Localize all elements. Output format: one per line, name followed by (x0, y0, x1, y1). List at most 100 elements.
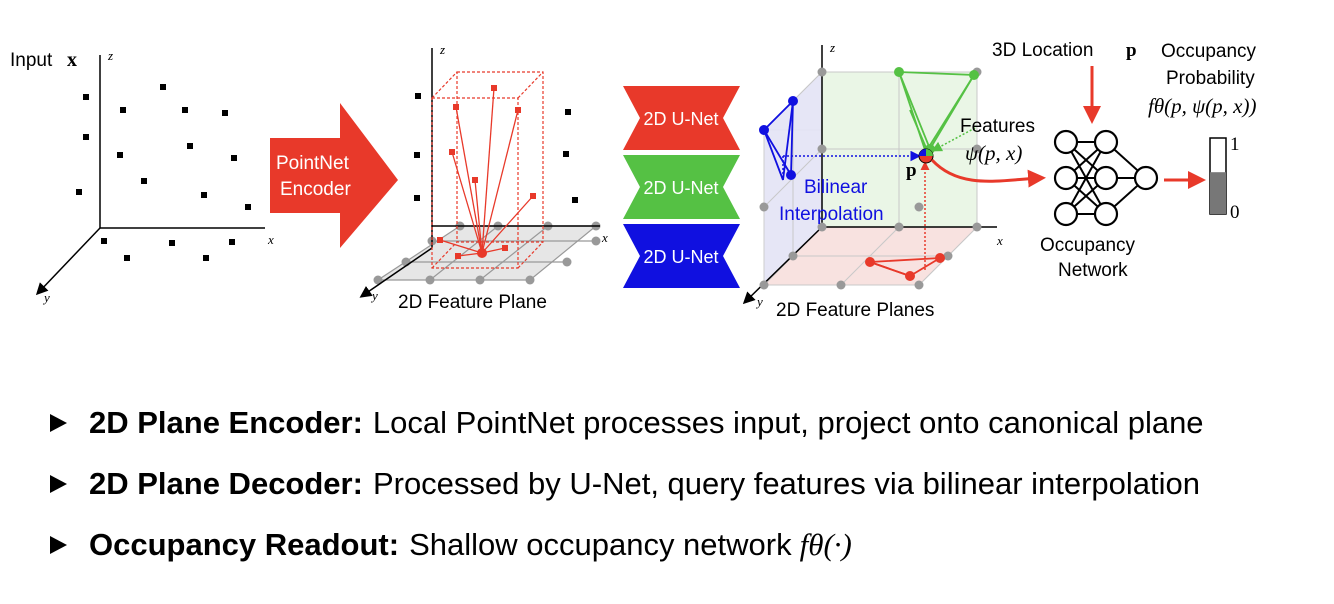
input-point (117, 152, 123, 158)
network-node (1093, 201, 1119, 227)
summary-bullets: 2D Plane Encoder: Local PointNet process… (50, 392, 1310, 575)
grid-point (943, 251, 953, 261)
pointnet-encoder-arrow: PointNet Encoder (270, 103, 398, 248)
bullet-head: 2D Plane Encoder: (89, 404, 363, 440)
input-point (222, 110, 228, 116)
blue-interp-point (786, 170, 796, 180)
input-point (83, 94, 89, 100)
grid-point (836, 280, 846, 290)
green-interp-point (894, 67, 904, 77)
input-point (141, 178, 147, 184)
grid-point (788, 251, 798, 261)
scale-top-label: 1 (1230, 134, 1240, 155)
bilinear-label-line1: Bilinear (804, 177, 868, 198)
input-point (76, 189, 82, 195)
network-edge (1065, 141, 1107, 215)
local-point (455, 253, 461, 259)
bullet-text: Shallow occupancy network (409, 526, 792, 562)
projection-line (474, 179, 483, 254)
projection-line (481, 109, 519, 254)
unet-green-label: 2D U-Net (643, 178, 718, 198)
occupancy-network-panel: 3D Location p Occupancy Network Occupanc… (992, 40, 1257, 281)
grid-point (475, 275, 485, 285)
planes-caption: 2D Feature Planes (776, 300, 934, 321)
network-node (1053, 201, 1079, 227)
bullet-marker-icon (50, 535, 67, 554)
outside-points (414, 93, 578, 203)
input-point-cloud: Input x z x y (10, 48, 274, 305)
planes-z-label: z (829, 40, 835, 55)
grid-point (525, 275, 535, 285)
projection-line (439, 239, 483, 254)
bullet-math: fθ(·) (799, 526, 852, 562)
unet-green: 2D U-Net (623, 155, 740, 219)
grid-point (759, 202, 769, 212)
local-point (449, 149, 455, 155)
prob-label-line2: Probability (1166, 68, 1255, 89)
planes-x-label: x (996, 233, 1003, 248)
network-label-line2: Network (1058, 260, 1128, 281)
input-var: x (67, 49, 77, 71)
blue-interp-point (788, 96, 798, 106)
outside-point (415, 93, 421, 99)
grid-point (591, 236, 601, 246)
grid-point (817, 222, 827, 232)
input-point (83, 134, 89, 140)
prob-label-line1: Occupancy (1161, 41, 1257, 62)
outside-point (572, 197, 578, 203)
encoder-arrow-shape (270, 103, 398, 248)
input-point (245, 204, 251, 210)
outside-point (414, 152, 420, 158)
input-point (160, 84, 166, 90)
query-point-label: p (906, 160, 917, 181)
y-axis-label: y (42, 290, 50, 305)
input-point (182, 107, 188, 113)
bullet-decoder: 2D Plane Decoder: Processed by U-Net, qu… (50, 453, 1310, 514)
plane-y-label: y (370, 288, 378, 303)
projection-line (481, 87, 495, 254)
input-point (229, 239, 235, 245)
unet-shape (623, 224, 740, 288)
network-node (1053, 129, 1079, 155)
feature-plane-panel: z x y 2D Feature Plane (359, 42, 608, 313)
prob-math: fθ(p, ψ(p, x)) (1148, 94, 1257, 118)
planes-grid-points (759, 67, 982, 290)
bullet-text: Local PointNet processes input, project … (372, 404, 1204, 440)
grid-point (914, 280, 924, 290)
grid-point (894, 222, 904, 232)
input-point (101, 238, 107, 244)
network-nodes (1053, 129, 1159, 227)
input-label: Input (10, 50, 53, 71)
input-point (203, 255, 209, 261)
y-axis (35, 227, 101, 296)
features-label: Features (960, 116, 1035, 137)
red-interp-point (935, 253, 945, 263)
local-point (472, 177, 478, 183)
grid-point (972, 222, 982, 232)
unet-red: 2D U-Net (623, 86, 740, 150)
bullet-text: Processed by U-Net, query features via b… (372, 465, 1201, 501)
plane-z-label: z (439, 42, 445, 57)
input-point (231, 155, 237, 161)
unet-blue: 2D U-Net (623, 224, 740, 288)
grid-point (425, 275, 435, 285)
projection-line (455, 106, 483, 254)
bilinear-label-line2: Interpolation (779, 204, 884, 225)
grid-point (817, 67, 827, 77)
outside-point (565, 109, 571, 115)
encoder-label-line1: PointNet (276, 153, 350, 174)
network-node (1093, 165, 1119, 191)
local-region-box (431, 71, 544, 269)
local-point (453, 104, 459, 110)
unet-red-label: 2D U-Net (643, 109, 718, 129)
bullet-encoder: 2D Plane Encoder: Local PointNet process… (50, 392, 1310, 453)
encoder-label-line2: Encoder (280, 179, 351, 200)
projection-line (481, 195, 534, 254)
projection-lines (437, 85, 536, 259)
local-point (502, 245, 508, 251)
grid-point (972, 144, 982, 154)
location-var: p (1126, 40, 1137, 61)
projection-line (451, 151, 483, 254)
local-point (530, 193, 536, 199)
feature-to-network-arrow (930, 158, 1046, 188)
